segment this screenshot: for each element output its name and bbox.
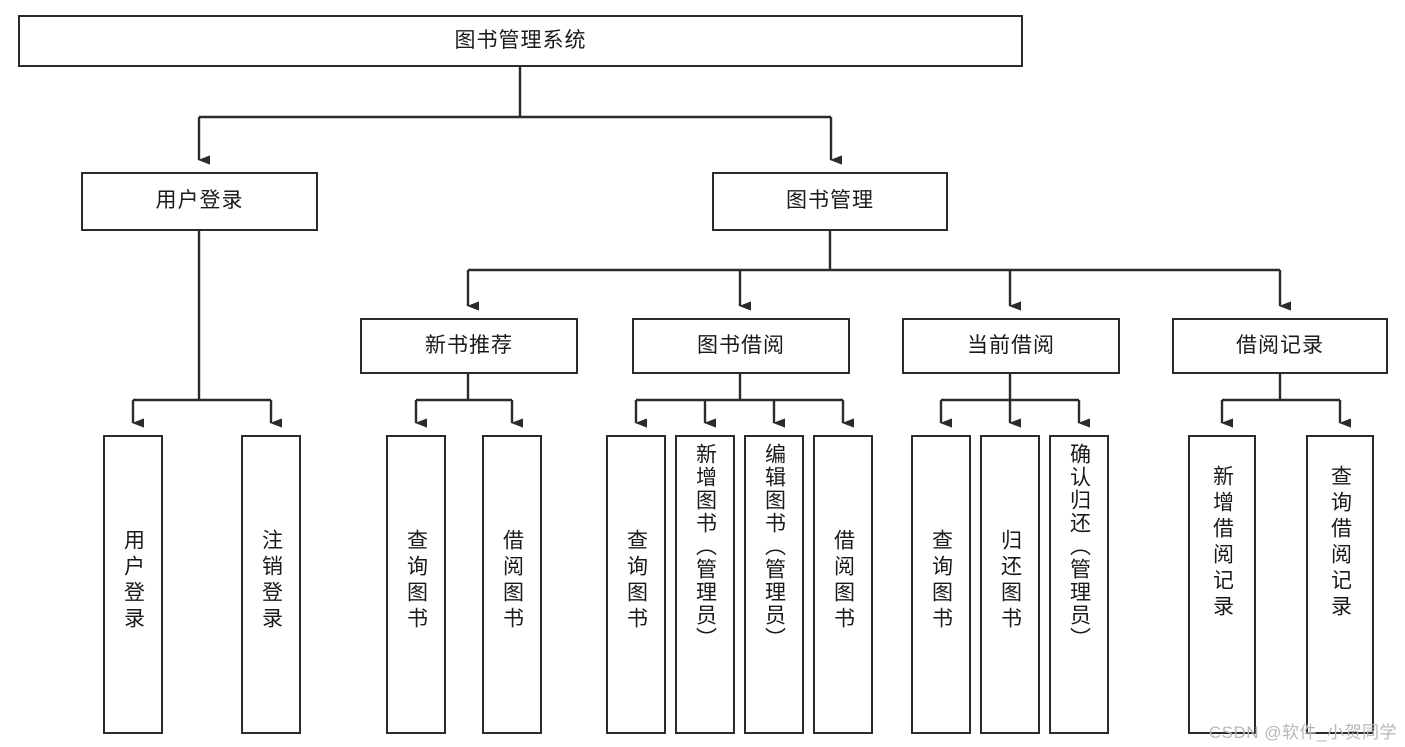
node-label: 图书管理系统 — [454, 28, 587, 52]
node-root-book-management-system[interactable]: 图书管理系统 — [18, 15, 1023, 67]
node-label: 查询图书 — [624, 529, 648, 633]
node-label: 查询图书 — [404, 529, 428, 633]
node-label: 用户登录 — [121, 529, 145, 633]
node-label: 新增借阅记录 — [1210, 465, 1234, 621]
node-new-book-recommendation[interactable]: 新书推荐 — [360, 318, 578, 374]
node-label: 图书借阅 — [697, 333, 785, 357]
leaf-confirm-return-admin[interactable]: 确认归还（管理员） — [1049, 435, 1109, 734]
node-label: 图书管理 — [786, 189, 874, 213]
leaf-query-borrow-record[interactable]: 查询借阅记录 — [1306, 435, 1374, 734]
node-label: 当前借阅 — [967, 333, 1055, 357]
node-current-borrowing[interactable]: 当前借阅 — [902, 318, 1120, 374]
csdn-watermark: CSDN @软件_小贺同学 — [1208, 723, 1397, 742]
leaf-edit-book-admin[interactable]: 编辑图书（管理员） — [744, 435, 804, 734]
leaf-query-book-borrow[interactable]: 查询图书 — [606, 435, 666, 734]
node-label: 编辑图书（管理员） — [762, 443, 786, 650]
node-label: 新书推荐 — [425, 333, 513, 357]
leaf-add-book-admin[interactable]: 新增图书（管理员） — [675, 435, 735, 734]
node-book-management[interactable]: 图书管理 — [712, 172, 948, 231]
leaf-query-book-recommend[interactable]: 查询图书 — [386, 435, 446, 734]
node-label: 用户登录 — [155, 189, 244, 213]
node-label: 借阅记录 — [1236, 333, 1324, 357]
node-label: 新增图书（管理员） — [693, 443, 717, 650]
node-borrowing-record[interactable]: 借阅记录 — [1172, 318, 1388, 374]
leaf-borrow-book-recommend[interactable]: 借阅图书 — [482, 435, 542, 734]
leaf-borrow-book[interactable]: 借阅图书 — [813, 435, 873, 734]
node-label: 借阅图书 — [831, 529, 855, 633]
node-label: 借阅图书 — [500, 529, 524, 633]
leaf-logout[interactable]: 注销登录 — [241, 435, 301, 734]
node-label: 注销登录 — [259, 529, 283, 633]
leaf-return-book[interactable]: 归还图书 — [980, 435, 1040, 734]
node-label: 确认归还（管理员） — [1067, 443, 1091, 650]
leaf-query-book-current[interactable]: 查询图书 — [911, 435, 971, 734]
node-label: 归还图书 — [998, 529, 1022, 633]
leaf-user-login[interactable]: 用户登录 — [103, 435, 163, 734]
node-label: 查询借阅记录 — [1328, 465, 1352, 621]
node-book-borrowing[interactable]: 图书借阅 — [632, 318, 850, 374]
node-label: 查询图书 — [929, 529, 953, 633]
leaf-add-borrow-record[interactable]: 新增借阅记录 — [1188, 435, 1256, 734]
node-user-login[interactable]: 用户登录 — [81, 172, 318, 231]
